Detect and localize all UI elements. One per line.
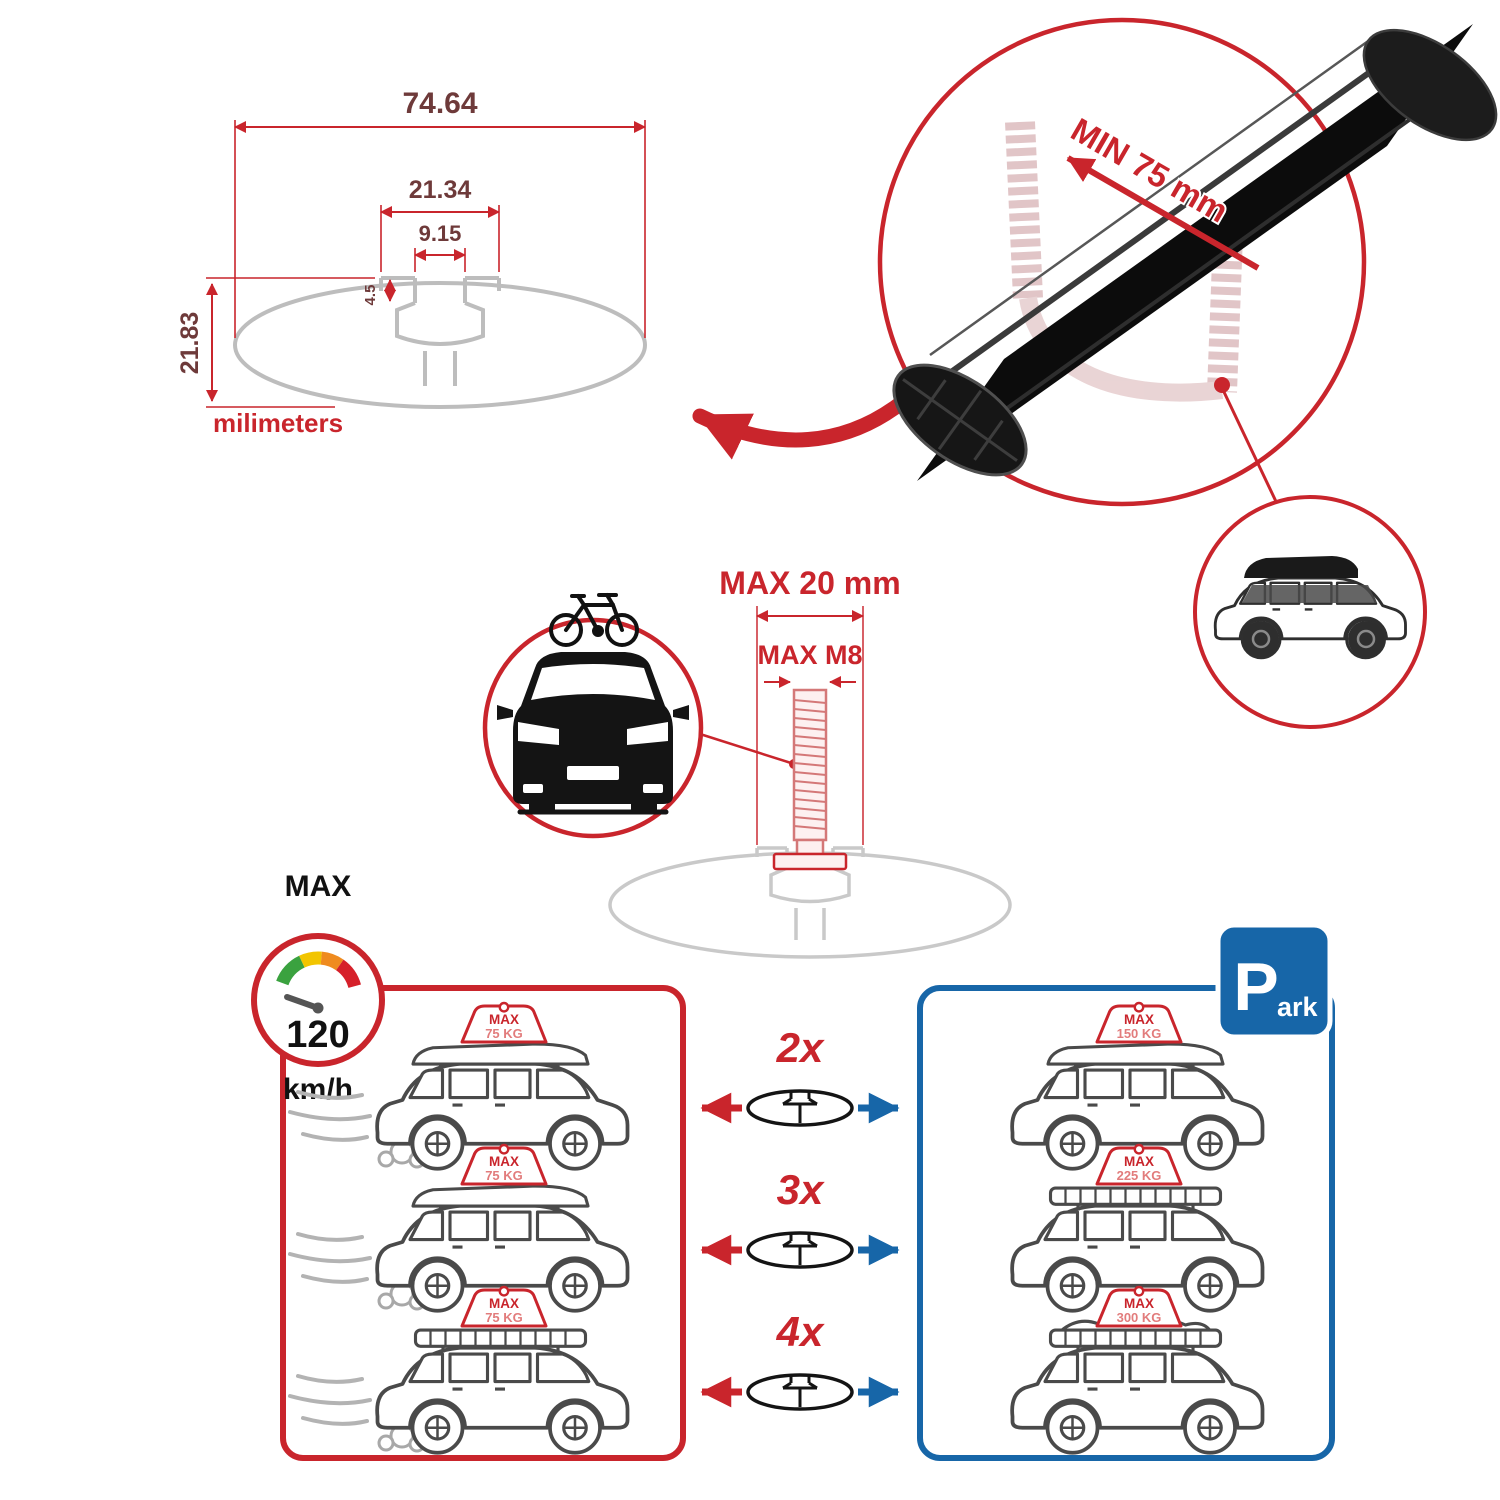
roofbox-illustration <box>1046 1042 1225 1071</box>
license-plate <box>567 766 619 780</box>
speed-limit-gauge: MAX 120 km/h <box>251 870 385 1106</box>
dim-slot-width-label: 21.34 <box>409 176 472 204</box>
crossbar-profile-diagram: 74.64 21.34 9.15 4.5 21.83 milimeters <box>176 87 647 438</box>
load-tag-label: MAX <box>489 1154 519 1169</box>
load-tag-label: MAX <box>1124 1296 1154 1311</box>
suv-windows <box>1242 585 1377 603</box>
parked-row-1: MAX 150 KG <box>1010 1001 1265 1171</box>
roofbox-illustration <box>411 1042 590 1071</box>
suv-illustration <box>1213 556 1407 660</box>
profile-t-slot <box>379 276 501 386</box>
load-tag-label: MAX <box>489 1012 519 1027</box>
park-letter: P <box>1233 949 1278 1025</box>
zoom-arrow <box>692 392 913 460</box>
suv-roofbox <box>1244 556 1358 578</box>
parked-row-3: MAX 300 KG <box>1010 1285 1265 1455</box>
driving-row-2: MAX 75 KG <box>288 1143 630 1313</box>
t-bolt <box>772 688 848 871</box>
load-tag-value: 75 KG <box>485 1168 523 1183</box>
load-tag-value: 150 KG <box>1117 1026 1162 1041</box>
leader-line <box>1222 391 1282 511</box>
roofbox-illustration <box>411 1184 590 1213</box>
speed-value: 120 <box>286 1014 349 1056</box>
crossbar-count-row-2: 3x <box>700 1166 900 1269</box>
load-tag-value: 225 KG <box>1117 1168 1162 1183</box>
dim-profile-height-label: 21.83 <box>176 312 204 375</box>
parked-row-2: MAX 225 KG <box>1010 1143 1265 1313</box>
speed-max-label: MAX <box>285 870 352 903</box>
multiplier-label: 2x <box>776 1024 825 1071</box>
driving-row-3: MAX 75 KG <box>288 1285 630 1455</box>
dim-step-depth-label: 4.5 <box>362 285 379 306</box>
dim-slot-opening-label: 9.15 <box>419 221 462 246</box>
bar-end-profile <box>892 363 1028 477</box>
mounting-bolt-diagram: MAX 20 mm MAX M8 <box>482 565 1012 959</box>
bolt-threads <box>793 699 827 830</box>
park-sign: P ark <box>1215 922 1333 1040</box>
load-tag-label: MAX <box>1124 1154 1154 1169</box>
max-width-label: MAX 20 mm <box>719 565 900 601</box>
speed-unit: km/h <box>283 1073 353 1106</box>
bike-icon <box>549 593 639 647</box>
t-nut-plate <box>772 852 848 871</box>
windshield <box>531 664 655 700</box>
dim-total-width-label: 74.64 <box>402 87 477 120</box>
load-tag-value: 75 KG <box>485 1310 523 1325</box>
mount-strap-ghost <box>1005 121 1243 402</box>
gauge-arc <box>276 951 361 989</box>
profile-ellipse <box>233 281 647 409</box>
load-capacity-chart: P ark MAX 120 km/h MAX 75 <box>251 870 1335 1461</box>
multiplier-label: 4x <box>776 1308 825 1355</box>
load-tag-value: 300 KG <box>1117 1310 1162 1325</box>
crossbar-count-row-3: 4x <box>700 1308 900 1411</box>
bar-end-top <box>1362 28 1498 142</box>
max-bolt-label: MAX M8 <box>757 640 862 670</box>
min-span-arrow <box>1066 155 1260 271</box>
multiplier-label: 3x <box>777 1166 825 1213</box>
load-tag-label: MAX <box>1124 1012 1154 1027</box>
headlights <box>518 722 668 745</box>
bolt-leader <box>699 732 792 765</box>
car-front-icon <box>497 652 689 815</box>
units-label: milimeters <box>213 408 343 438</box>
suv-roofbox-view <box>1193 495 1427 729</box>
load-tag-label: MAX <box>489 1296 519 1311</box>
load-tag-value: 75 KG <box>485 1026 523 1041</box>
park-suffix: ark <box>1277 992 1319 1022</box>
driving-row-1: MAX 75 KG <box>288 1001 630 1171</box>
mount-point-dot <box>1214 377 1230 393</box>
crossbar-detail-view: MIN 75 mm <box>692 17 1498 729</box>
crossbar-count-row-1: 2x <box>700 1024 900 1127</box>
